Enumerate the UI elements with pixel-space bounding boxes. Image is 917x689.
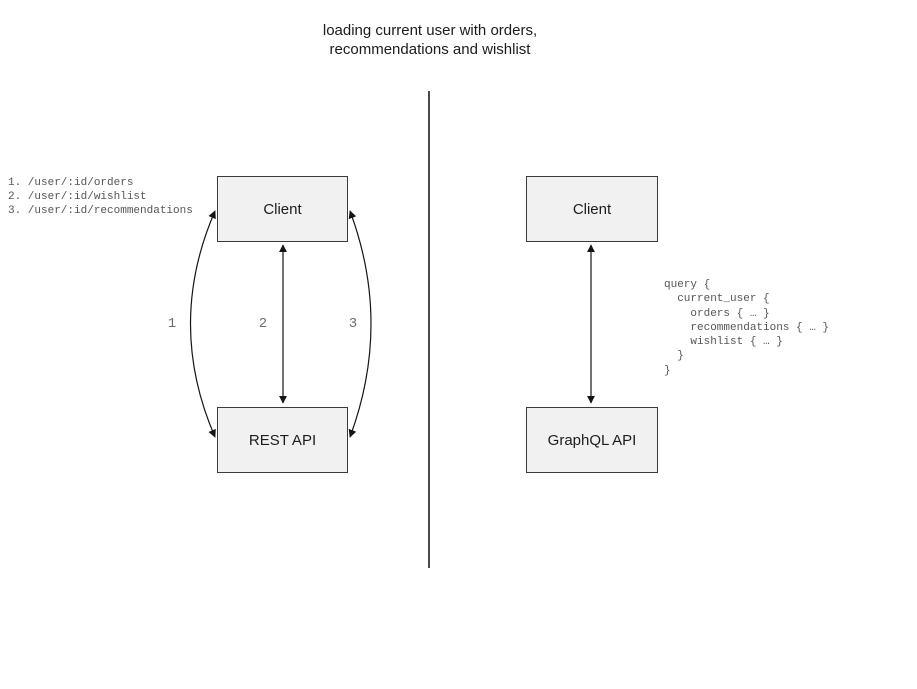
graphql-api-box-label: GraphQL API: [547, 431, 637, 449]
graphql-api-box: GraphQL API: [526, 407, 658, 473]
client-box-graphql: Client: [526, 176, 658, 242]
client-box-rest: Client: [217, 176, 348, 242]
arrow-1-orders: [189, 210, 216, 438]
rest-endpoint-recommendations: 3. /user/:id/recommendations: [8, 205, 193, 217]
arrow-label-1: 1: [167, 316, 177, 332]
graphql-query-text: query { current_user { orders { … } reco…: [664, 279, 830, 377]
rest-endpoint-orders: 1. /user/:id/orders: [8, 177, 134, 189]
diagram-title: loading current user with orders, recomm…: [322, 22, 538, 58]
rest-api-box: REST API: [217, 407, 348, 473]
client-box-rest-label: Client: [263, 200, 302, 218]
client-box-graphql-label: Client: [572, 200, 612, 218]
rest-api-box-label: REST API: [248, 431, 317, 449]
rest-endpoint-wishlist: 2. /user/:id/wishlist: [8, 191, 147, 203]
divider-line: [428, 91, 430, 568]
rest-endpoints-list: 1. /user/:id/orders 2. /user/:id/wishlis…: [8, 176, 193, 218]
arrow-label-2: 2: [258, 316, 268, 332]
arrow-label-3: 3: [348, 316, 358, 332]
